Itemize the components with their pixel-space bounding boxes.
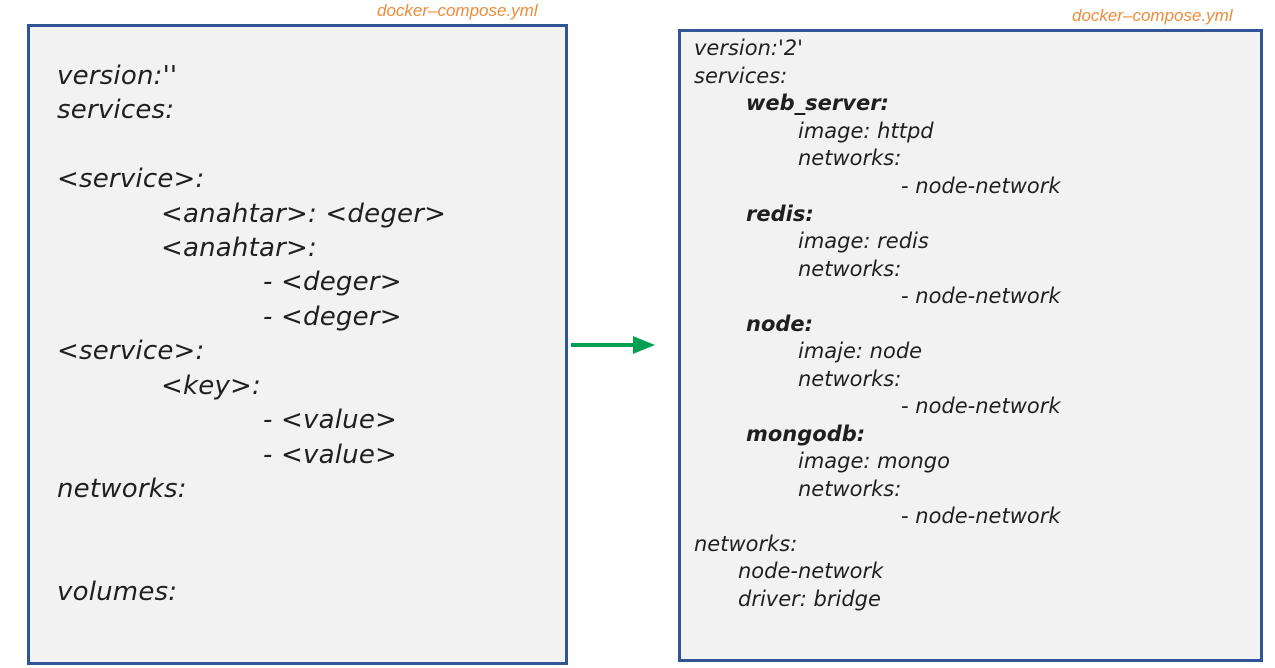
service-name-web-server: web_server:	[746, 91, 889, 115]
driver-line: driver: bridge	[738, 587, 881, 611]
image-line: image: mongo	[798, 449, 950, 473]
key-line: <key>:	[161, 371, 261, 401]
list-value-line: - <value>	[263, 405, 398, 435]
compose-template-panel: version:'' services: <service>: <anahtar…	[27, 24, 568, 665]
image-line: image: redis	[798, 229, 929, 253]
service-name-redis: redis:	[746, 202, 814, 226]
networks-key-line: networks:	[798, 367, 902, 391]
networks-key-line: networks:	[798, 257, 902, 281]
service-line: <service>:	[57, 336, 205, 366]
right-file-caption: docker–compose.yml	[1072, 6, 1233, 25]
key-line: <anahtar>:	[161, 233, 317, 263]
networks-line: networks:	[57, 474, 187, 504]
networks-key-line: networks:	[798, 477, 902, 501]
services-line: services:	[57, 95, 175, 125]
compose-example-panel: version:'2' services: web_server: image:…	[678, 29, 1263, 662]
networks-line: networks:	[694, 532, 798, 556]
version-line: version:'2'	[694, 36, 803, 60]
image-line: imaje: node	[798, 339, 923, 363]
network-value-line: - node-network	[901, 394, 1061, 418]
list-value-line: - <deger>	[263, 302, 402, 332]
service-name-node: node:	[746, 312, 814, 336]
network-value-line: - node-network	[901, 174, 1061, 198]
version-line: version:''	[57, 61, 178, 91]
network-value-line: - node-network	[901, 284, 1061, 308]
list-value-line: - <deger>	[263, 267, 402, 297]
image-line: image: httpd	[798, 119, 934, 143]
networks-key-line: networks:	[798, 146, 902, 170]
right-arrow-icon	[571, 336, 655, 354]
service-name-mongodb: mongodb:	[746, 422, 866, 446]
network-name-line: node-network	[738, 559, 884, 583]
network-value-line: - node-network	[901, 504, 1061, 528]
list-value-line: - <value>	[263, 440, 398, 470]
services-line: services:	[694, 64, 788, 88]
left-file-caption: docker–compose.yml	[377, 1, 538, 20]
volumes-line: volumes:	[57, 577, 178, 607]
key-value-line: <anahtar>: <deger>	[161, 199, 447, 229]
service-line: <service>:	[57, 164, 205, 194]
